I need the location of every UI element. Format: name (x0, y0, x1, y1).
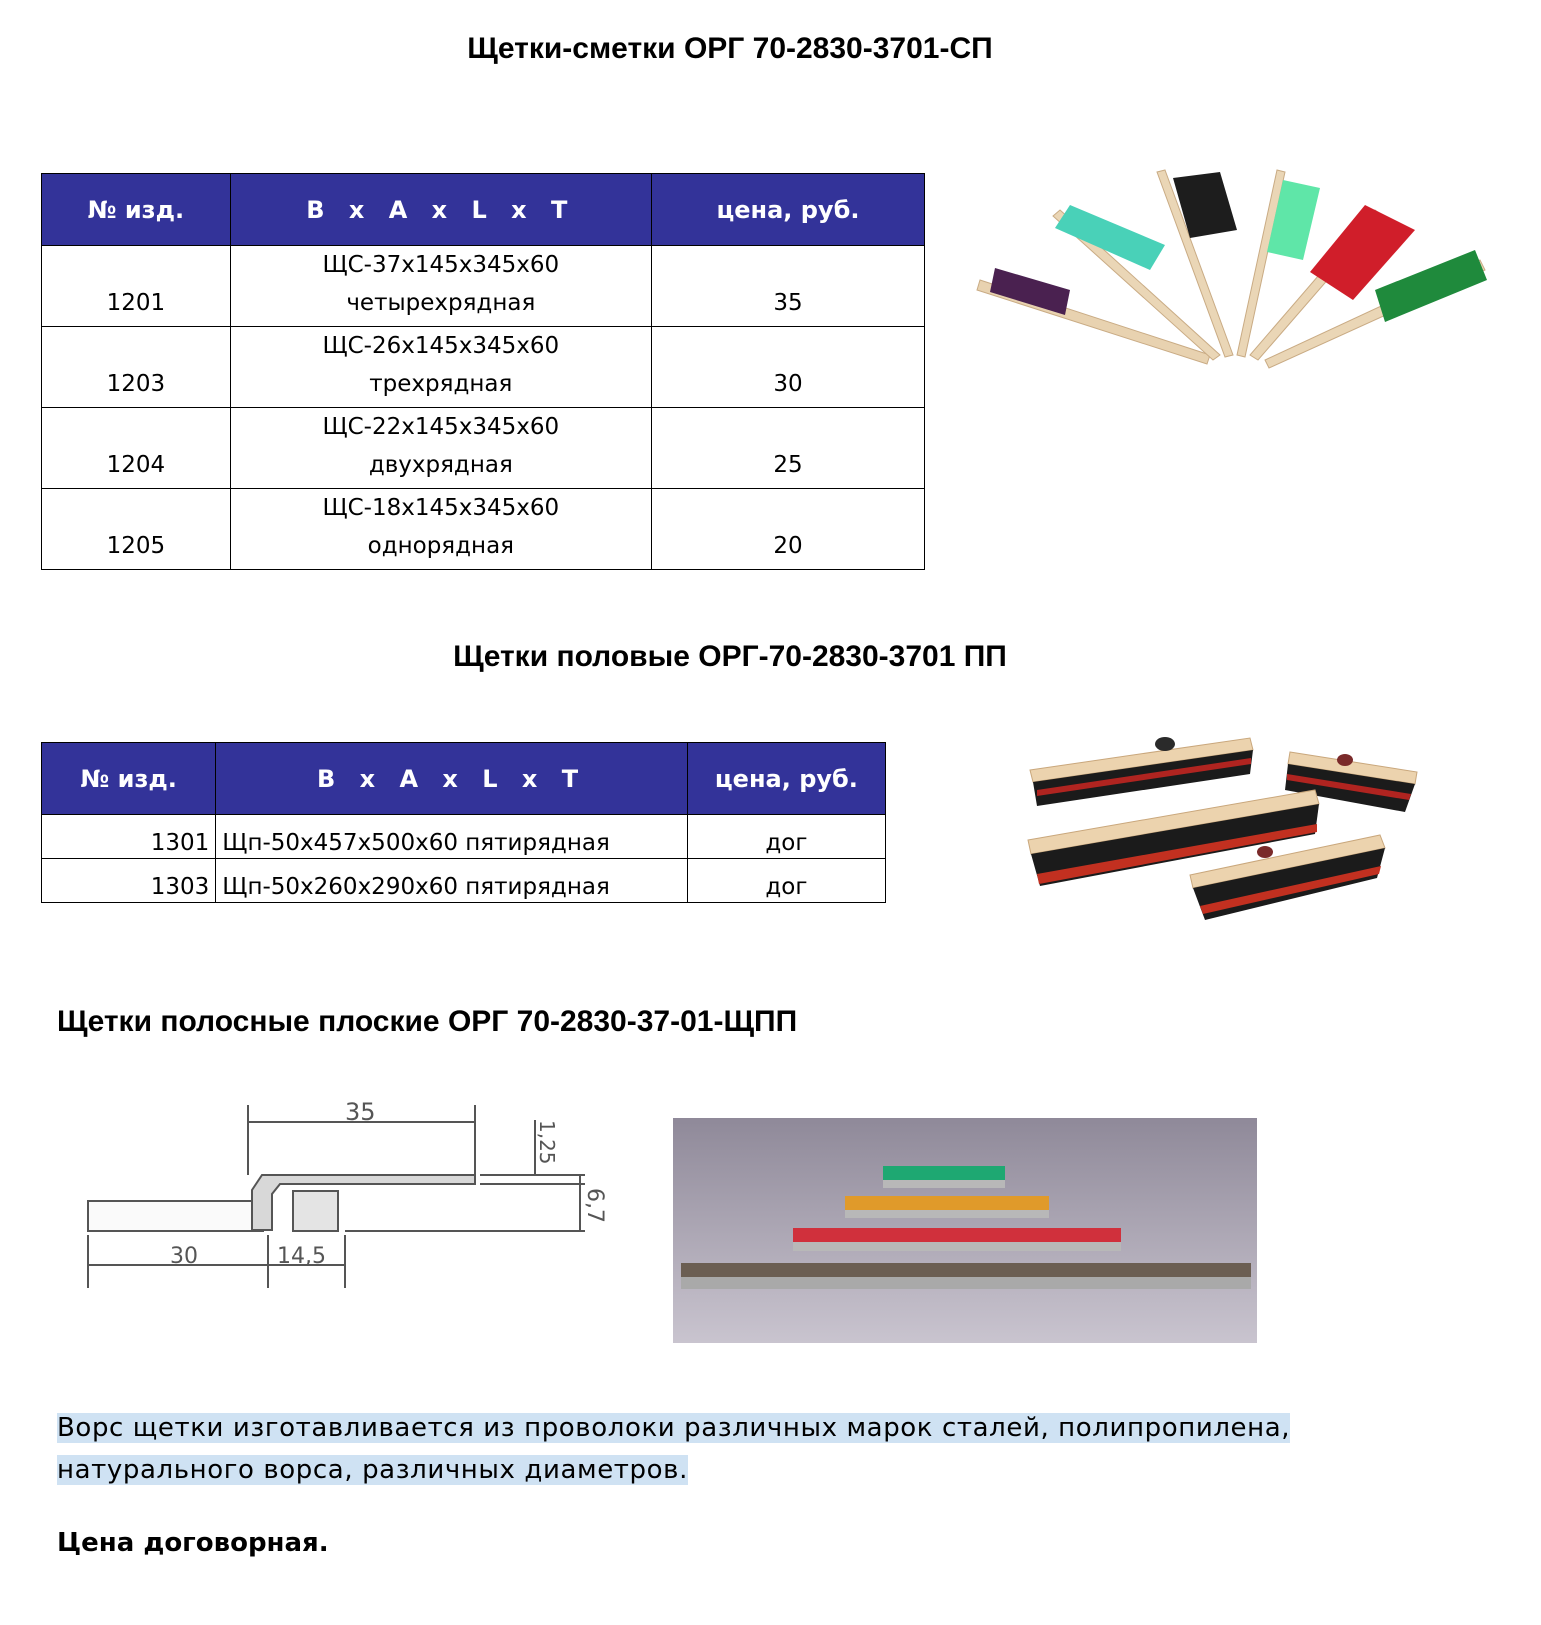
strip-brush-natural (681, 1263, 1251, 1289)
cell-dims: ЩС-26х145х345х60 трехрядная (229, 326, 652, 408)
cell-price: дог (686, 858, 887, 903)
cell-dims-desc: однорядная (367, 533, 515, 559)
cell-price: 35 (650, 245, 926, 327)
sweep-brush-table: № изд. B x A x L x T цена, руб. 1201 ЩС-… (41, 173, 926, 570)
strip-brush-orange (845, 1196, 1049, 1218)
cell-dims: ЩС-37х145х345х60 четырехрядная (229, 245, 652, 327)
floor-brush-2 (1285, 751, 1418, 812)
hand-brushes-photo (975, 150, 1505, 380)
strip-brush-green (883, 1166, 1005, 1188)
cell-id: 1303 (40, 858, 217, 903)
brush-black (1156, 169, 1237, 358)
cell-dims-size: ЩС-26х145х345х60 (322, 333, 560, 359)
dim-mid: 14,5 (277, 1244, 326, 1269)
cell-dims-size: ЩС-18х145х345х60 (322, 495, 560, 521)
cell-dims: ЩС-22х145х345х60 двухрядная (229, 407, 652, 489)
cell-dims-size: ЩС-37х145х345х60 (322, 252, 560, 278)
table-row: 1205 ЩС-18х145х345х60 однорядная 20 (41, 488, 926, 570)
cell-dims-desc: трехрядная (369, 371, 513, 397)
table-header-row: № изд. B x A x L x T цена, руб. (40, 742, 887, 815)
table-row: 1201 ЩС-37х145х345х60 четырехрядная 35 (41, 245, 926, 327)
brush-teal (1052, 205, 1221, 361)
dim-left: 30 (170, 1244, 198, 1269)
section1-title: Щетки-сметки ОРГ 70-2830-3701-СП (467, 32, 993, 65)
price-note: Цена договорная. (57, 1528, 329, 1558)
description-line: натурального ворса, различных диаметров. (57, 1455, 688, 1485)
table-row: 1204 ЩС-22х145х345х60 двухрядная 25 (41, 407, 926, 489)
description-line: Ворс щетки изготавливается из проволоки … (57, 1413, 1291, 1443)
floor-brush-3 (1027, 789, 1320, 886)
col-header-price: цена, руб. (686, 742, 887, 815)
cell-dims-size: ЩС-22х145х345х60 (322, 414, 560, 440)
section3-title: Щетки полосные плоские ОРГ 70-2830-37-01… (57, 1005, 798, 1038)
col-header-dims: B x A x L x T (215, 742, 688, 815)
dim-right: 6,7 (582, 1188, 607, 1223)
col-header-id: № изд. (41, 173, 231, 246)
cell-dims: ЩС-18х145х345х60 однорядная (229, 488, 652, 570)
cell-dims: Щп-50х457х500х60 пятирядная (215, 814, 688, 859)
cell-price: 25 (650, 407, 926, 489)
cell-dims-desc: четырехрядная (346, 290, 536, 316)
col-header-id: № изд. (40, 742, 217, 815)
col-header-price: цена, руб. (650, 173, 926, 246)
cell-price: дог (686, 814, 887, 859)
cell-id: 1201 (41, 245, 231, 327)
cell-id: 1203 (41, 326, 231, 408)
floor-brushes-photo (1025, 730, 1425, 945)
section2-title: Щетки половые ОРГ-70-2830-3701 ПП (453, 640, 1007, 673)
dim-top: 35 (345, 1100, 376, 1126)
cell-price: 20 (650, 488, 926, 570)
cell-dims-desc: двухрядная (368, 452, 513, 478)
floor-brush-table: № изд. B x A x L x T цена, руб. 1301 Щп-… (40, 742, 887, 903)
strip-brush-red (793, 1228, 1121, 1251)
brush-mint (1236, 169, 1320, 358)
cell-id: 1204 (41, 407, 231, 489)
floor-brush-4 (1189, 834, 1386, 920)
brush-purple (976, 268, 1211, 365)
col-header-dims: B x A x L x T (229, 173, 652, 246)
table-header-row: № изд. B x A x L x T цена, руб. (41, 173, 926, 246)
dim-right-small: 1,25 (535, 1120, 559, 1165)
strip-brush-drawing: 35 30 14,5 1,25 6,7 (87, 1100, 607, 1288)
table-row: 1303 Щп-50х260х290х60 пятирядная дог (40, 858, 887, 903)
brush-red (1249, 205, 1415, 361)
cell-id: 1301 (40, 814, 217, 859)
brush-green (1264, 250, 1487, 369)
cell-price: 30 (650, 326, 926, 408)
cell-id: 1205 (41, 488, 231, 570)
floor-brush-1 (1029, 737, 1254, 806)
bristle-description: Ворс щетки изготавливается из проволоки … (57, 1407, 1291, 1491)
cell-dims: Щп-50х260х290х60 пятирядная (215, 858, 688, 903)
table-row: 1203 ЩС-26х145х345х60 трехрядная 30 (41, 326, 926, 408)
table-row: 1301 Щп-50х457х500х60 пятирядная дог (40, 814, 887, 859)
strip-brushes-photo (673, 1118, 1257, 1343)
